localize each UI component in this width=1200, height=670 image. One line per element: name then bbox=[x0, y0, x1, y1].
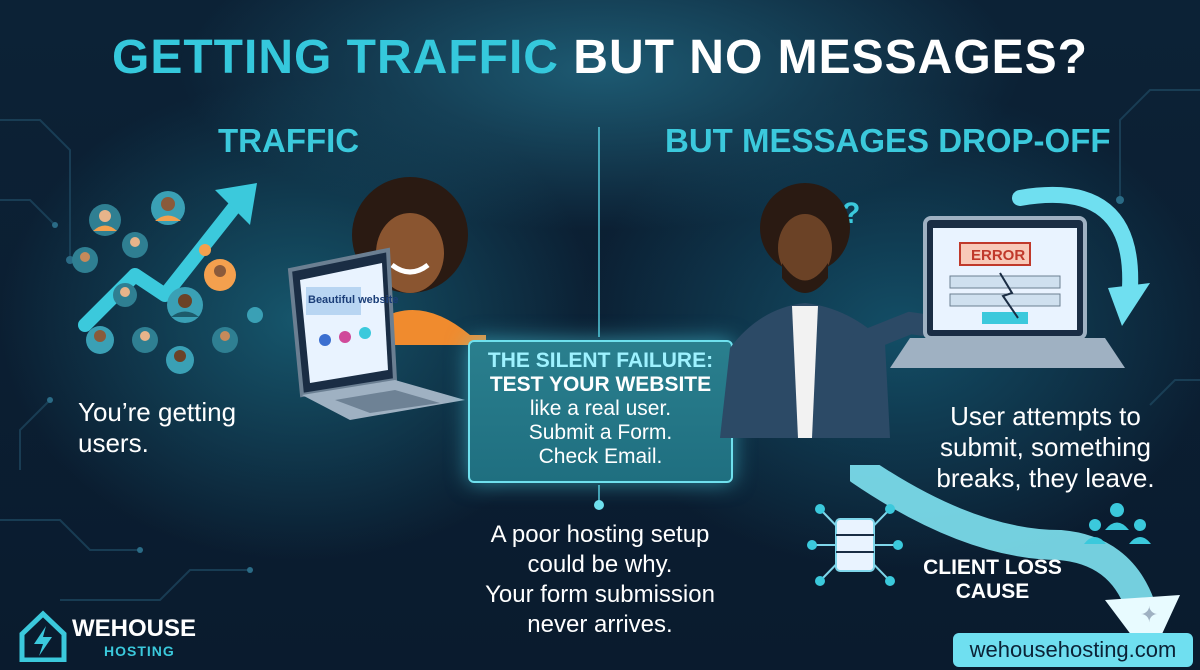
callout-line-5: Check Email. bbox=[538, 445, 663, 468]
explanation-line-4: never arrives. bbox=[527, 611, 673, 638]
explanation-line-3: Your form submission bbox=[485, 581, 715, 608]
page-title: GETTING TRAFFIC BUT NO MESSAGES? bbox=[0, 30, 1200, 85]
house-logo-icon bbox=[19, 610, 67, 662]
explanation-line-2: could be why. bbox=[527, 551, 673, 578]
connector-line bbox=[598, 485, 600, 507]
traffic-heading: TRAFFIC bbox=[218, 122, 360, 159]
silent-failure-callout: THE SILENT FAILURE: TEST YOUR WEBSITE li… bbox=[468, 340, 733, 483]
callout-line-3: like a real user. bbox=[529, 397, 672, 420]
brand-sub: HOSTING bbox=[104, 643, 175, 659]
drop-off-heading: BUT MESSAGES DROP-OFF bbox=[665, 122, 1111, 159]
client-loss-line-2: CAUSE bbox=[955, 580, 1030, 603]
client-loss-label: CLIENT LOSS CAUSE bbox=[910, 556, 1075, 604]
title-part-1: GETTING TRAFFIC bbox=[112, 31, 559, 84]
callout-line-1: THE SILENT FAILURE: bbox=[487, 349, 714, 372]
callout-line-2: TEST YOUR WEBSITE bbox=[489, 373, 712, 396]
client-loss-arrow bbox=[850, 465, 1180, 660]
laptop-screen-text: Beautiful website bbox=[308, 294, 398, 306]
explanation-line-1: A poor hosting setup bbox=[490, 521, 710, 548]
brand-name: WEHOUSE bbox=[72, 615, 197, 642]
database-icon bbox=[807, 504, 903, 586]
happy-user-laptop-illustration: Beautiful website bbox=[287, 177, 486, 420]
title-part-2: BUT NO MESSAGES? bbox=[573, 31, 1088, 84]
error-label: ERROR bbox=[971, 247, 1025, 264]
drop-off-caption: User attempts to submit, something break… bbox=[936, 401, 1155, 493]
connector-dot bbox=[594, 500, 604, 510]
client-loss-line-1: CLIENT LOSS bbox=[923, 556, 1062, 579]
sparkle-icon: ✦ bbox=[1140, 602, 1159, 627]
frustrated-user-error-illustration: ? ERROR bbox=[720, 183, 1150, 438]
divider-line bbox=[598, 127, 600, 337]
traffic-caption: You’re getting users. bbox=[78, 397, 237, 458]
callout-line-4: Submit a Form. bbox=[528, 421, 673, 444]
users-group-icon bbox=[1084, 503, 1151, 544]
hosting-explanation: A poor hosting setup could be why. Your … bbox=[440, 520, 760, 640]
audience-growth-illustration bbox=[72, 183, 263, 374]
website-url-link[interactable]: wehousehosting.com bbox=[953, 633, 1193, 667]
